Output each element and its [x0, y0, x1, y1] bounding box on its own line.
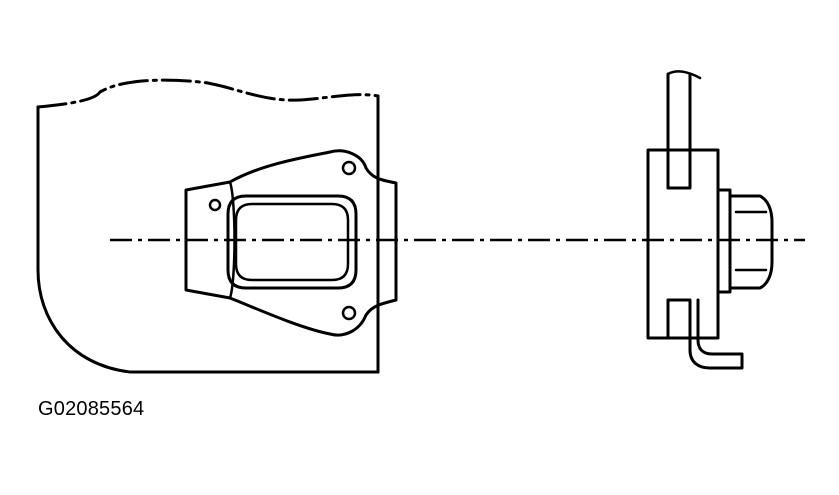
exhaust-port-opening — [226, 194, 358, 290]
gasket-side-view — [646, 70, 744, 370]
cylinder-head-outline — [36, 78, 380, 374]
port-inner-edge — [234, 202, 350, 282]
lower-stud-hole — [341, 305, 357, 321]
figure-code: G02085564 — [38, 398, 145, 420]
upper-stud-hole — [341, 160, 357, 176]
port-flange — [184, 149, 398, 337]
small-dowel-hole — [208, 198, 222, 212]
